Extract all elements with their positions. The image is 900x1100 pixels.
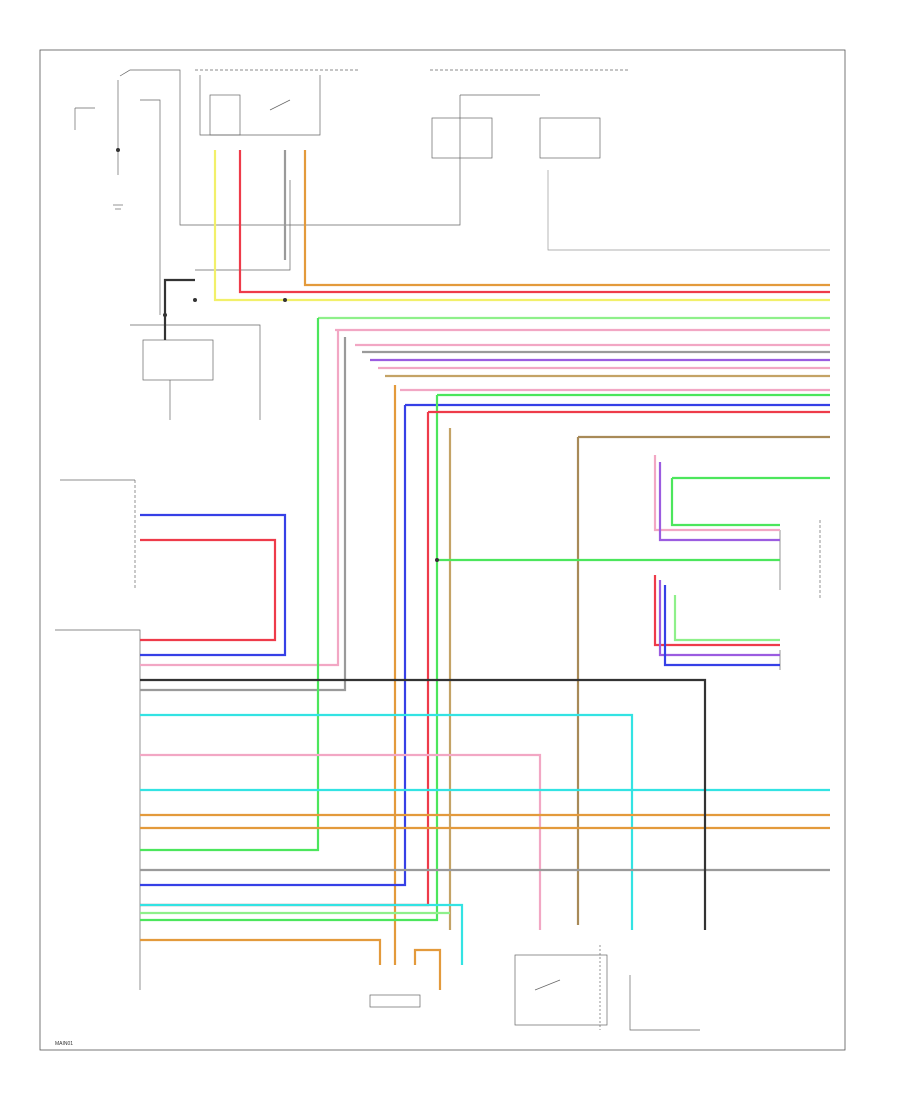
wire-red-15 (140, 410, 830, 907)
splice-points (116, 148, 439, 562)
wire-orange-39 (140, 938, 382, 965)
wire-pink-18 (653, 455, 780, 532)
wire-orange-2 (303, 150, 830, 287)
splice-dot (193, 298, 197, 302)
splice-dot (116, 148, 120, 152)
wire-blue-26 (140, 513, 287, 657)
wire-cyan-30 (140, 713, 634, 930)
wire-green-14 (140, 393, 830, 922)
wire-black-36 (140, 678, 707, 930)
wire-orange-40 (413, 948, 442, 990)
wire-red-27 (140, 538, 277, 642)
wire-cyan-37 (140, 903, 464, 965)
diagram-border (39, 49, 846, 1051)
wire-red-22 (653, 575, 780, 647)
wire-pink-28 (140, 330, 340, 667)
wire-purple-19 (658, 462, 780, 542)
wire-blue-13 (140, 403, 830, 887)
wire-yellow-0 (213, 150, 830, 302)
splice-dot (283, 298, 287, 302)
wire-black-41 (163, 278, 195, 340)
wire-pink-31 (140, 753, 542, 930)
wire-gray-4 (140, 337, 347, 692)
wire-green-20 (670, 476, 830, 527)
splice-dot (163, 313, 167, 317)
footer-code: MAIN01 (55, 1041, 73, 1047)
wire-harness (140, 150, 830, 990)
wire-red-1 (238, 150, 830, 294)
wire-green-29 (140, 318, 320, 852)
wire-purple-23 (658, 580, 780, 657)
wire-light_green-25 (673, 595, 780, 642)
wire-blue-24 (663, 585, 780, 667)
splice-dot (435, 558, 439, 562)
